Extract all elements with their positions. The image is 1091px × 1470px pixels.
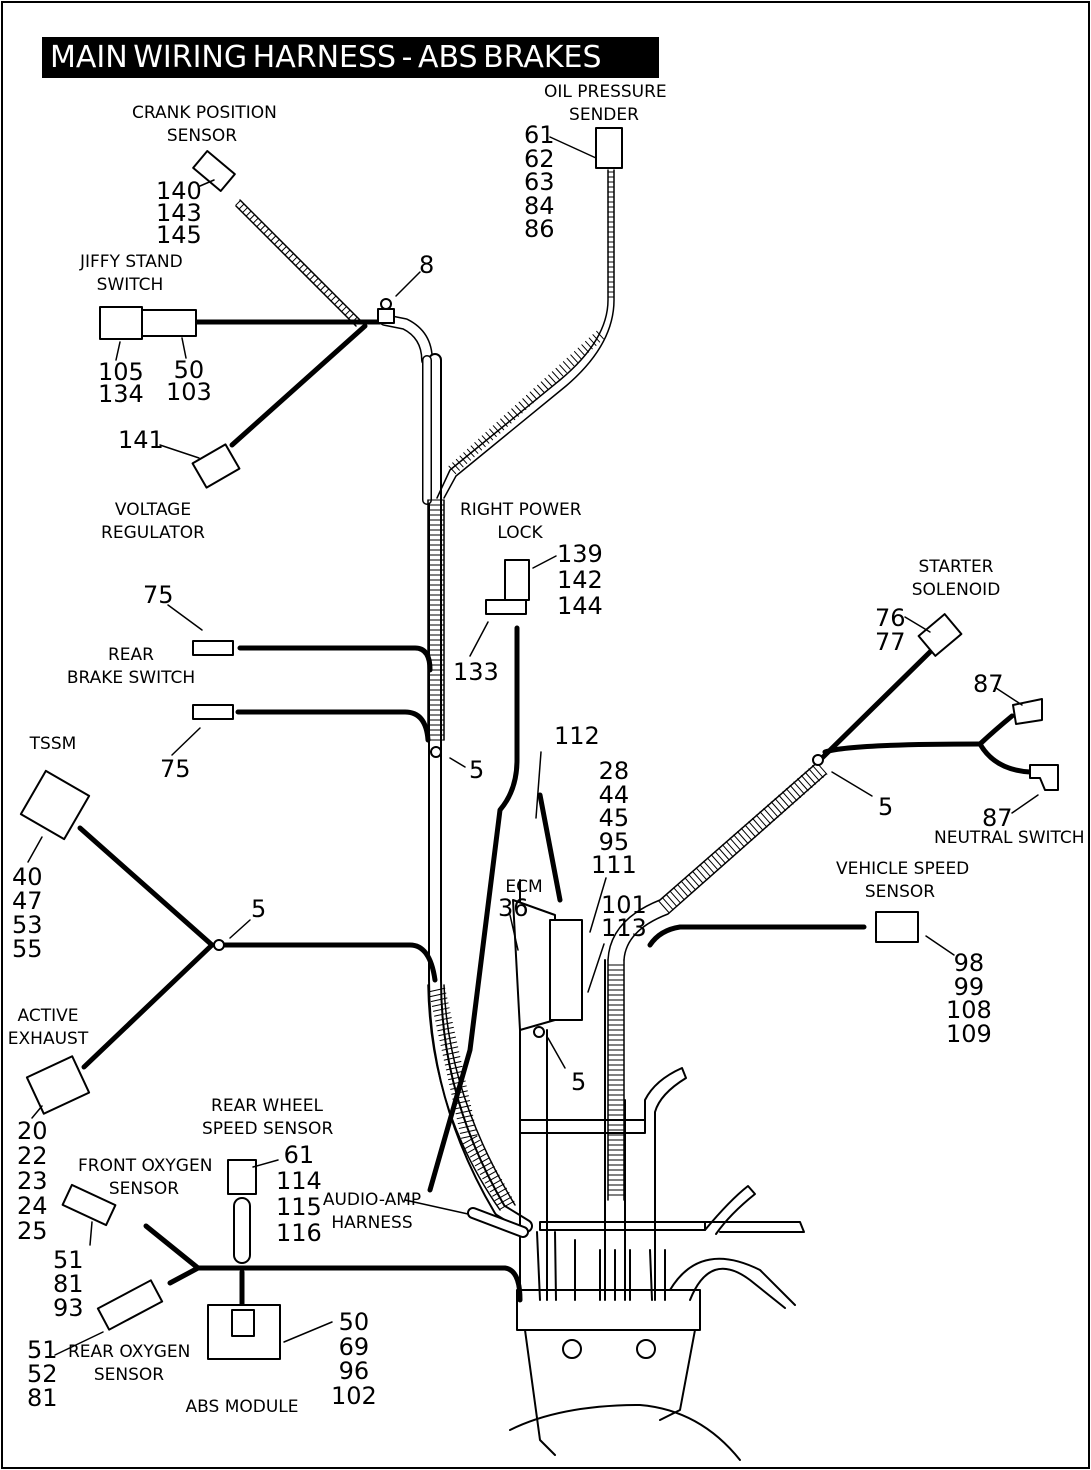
- neutral-switch-label: NEUTRAL SWITCH: [934, 828, 1085, 848]
- ecm-label: ECM: [505, 877, 543, 897]
- harness-body: [467, 879, 805, 1461]
- neutral-switch-ref-a: 87: [973, 670, 1004, 698]
- clip-shapes: [213, 298, 824, 1038]
- corrugated-conduit: [235, 169, 827, 1211]
- right-power-lock-ref-number-b: 133: [453, 658, 499, 686]
- connector-shapes: [19, 127, 1059, 1360]
- branch-wires: [77, 319, 1033, 1308]
- diagram-title: MAIN WIRING HARNESS - ABS BRAKES: [42, 37, 659, 78]
- clip-top-ref-number: 8: [419, 251, 435, 279]
- ecm-ref-36: 36: [498, 894, 529, 922]
- clip-ecm-ref-number: 5: [571, 1068, 587, 1096]
- main-trunk: [379, 314, 533, 1233]
- voltage-regulator-ref-number: 141: [118, 426, 164, 454]
- ecm-ref-112: 112: [554, 722, 600, 750]
- abs-module-label: ABS MODULE: [185, 1397, 299, 1417]
- clip-right-ref-number: 5: [878, 793, 894, 821]
- clip-mid-ref-number: 5: [469, 756, 485, 784]
- corrugation-ribs: [235, 171, 828, 1210]
- tssm-label: TSSM: [29, 734, 77, 754]
- neutral-switch-ref-b: 87: [982, 804, 1013, 832]
- rear-brake-switch-ref-b: 75: [160, 755, 191, 783]
- clip-left-ref-number: 5: [251, 895, 267, 923]
- leader-lines: [27, 136, 1039, 1356]
- rear-brake-switch-ref-a: 75: [143, 581, 174, 609]
